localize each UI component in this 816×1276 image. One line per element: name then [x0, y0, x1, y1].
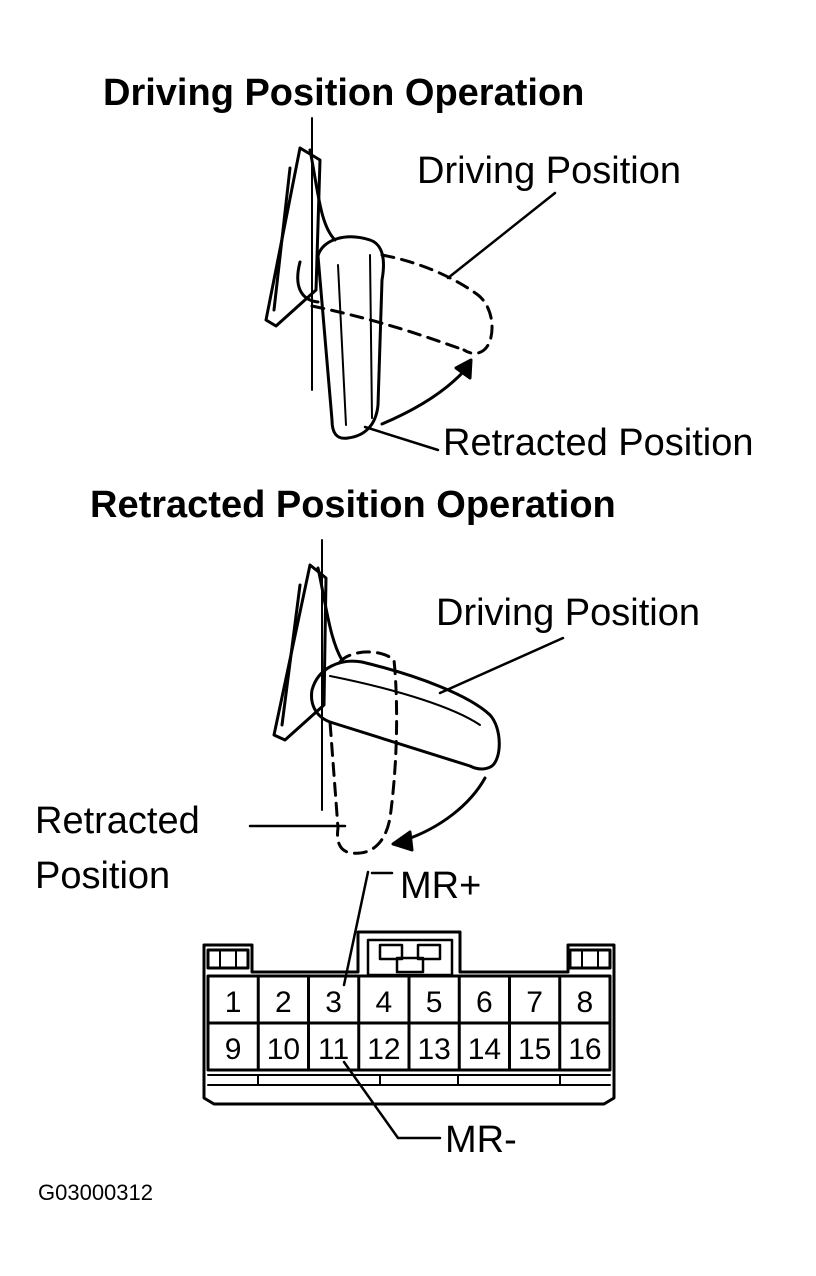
- connector-left-latch: [206, 948, 250, 970]
- connector-pin-1: 1: [225, 986, 242, 1019]
- connector-column-dividers: [256, 974, 562, 1072]
- connector-pin-4: 4: [376, 986, 393, 1019]
- label-retracted-line1: Retracted: [35, 800, 200, 842]
- mirror-base-plate-2: [272, 563, 328, 742]
- connector-pin-14: 14: [468, 1033, 501, 1066]
- connector-lock-window-right: [416, 943, 442, 961]
- leader-driving-position-2: [438, 636, 565, 695]
- mirror-housing-driving-ghost: [380, 253, 494, 355]
- connector-right-latch: [568, 948, 612, 970]
- connector-pin-12: 12: [367, 1033, 400, 1066]
- connector-rail-ticks: [257, 1074, 561, 1086]
- mirror-housing-driving-ghost-lower: [310, 304, 466, 352]
- figure-code: G03000312: [38, 1180, 153, 1205]
- mirror-glass-edge: [337, 264, 347, 426]
- mirror-base-edge: [272, 166, 292, 312]
- mirror-housing-retracted-ghost: [328, 650, 399, 855]
- rotation-arrow-curve-2: [403, 776, 487, 842]
- leader-mr-minus: [342, 1060, 442, 1140]
- connector-lock-window-center: [395, 956, 425, 974]
- connector-lock-window-left: [378, 943, 404, 961]
- connector-pin-15: 15: [518, 1033, 551, 1066]
- label-retracted-line2: Position: [35, 855, 170, 897]
- connector-pin-8: 8: [577, 986, 594, 1019]
- connector-bottom-rail: [207, 1074, 611, 1086]
- rotation-arrow-head-2: [391, 830, 414, 852]
- mirror-housing-inner: [369, 254, 373, 419]
- connector-16-pin: [202, 930, 616, 1106]
- connector-pin-10: 10: [267, 1033, 300, 1066]
- connector-pin-2: 2: [275, 986, 292, 1019]
- connector-pin-5: 5: [426, 986, 443, 1019]
- connector-pin-16: 16: [568, 1033, 601, 1066]
- mirror-base-plate: [264, 146, 322, 328]
- connector-right-latch-detail: [581, 949, 599, 969]
- driving-operation-title: Driving Position Operation: [103, 72, 584, 114]
- connector-pin-9: 9: [225, 1033, 242, 1066]
- mirror-pivot: [296, 260, 320, 304]
- connector-pin-7: 7: [526, 986, 543, 1019]
- mirror-arm-2: [316, 566, 344, 662]
- connector-housing: [202, 930, 616, 1106]
- connector-pin-6: 6: [476, 986, 493, 1019]
- mirror-housing-crease: [329, 675, 481, 726]
- label-retracted-position: Retracted Position: [443, 422, 754, 464]
- terminal-mr-plus-label: MR+: [400, 865, 481, 907]
- terminal-mr-minus-label: MR-: [445, 1119, 517, 1161]
- connector-pin-11: 11: [318, 1033, 349, 1066]
- connector-pin-13: 13: [417, 1033, 450, 1066]
- mirror-housing-retracted: [316, 235, 385, 440]
- leader-retracted-position: [363, 425, 440, 452]
- leader-mr-plus: [342, 870, 370, 987]
- rotation-arrow-head: [454, 358, 473, 380]
- rotation-arrow-curve: [380, 368, 467, 426]
- label-driving-position-2: Driving Position: [436, 592, 700, 634]
- connector-left-latch-detail: [219, 949, 237, 969]
- mirror-illustration-retracted-operation: [248, 539, 565, 855]
- mirror-arm: [308, 148, 337, 242]
- connector-pin-3: 3: [325, 986, 342, 1019]
- mirror-illustration-driving-operation: [264, 117, 557, 452]
- retracted-operation-title: Retracted Position Operation: [90, 484, 616, 526]
- leader-driving-position: [446, 191, 557, 280]
- mirror-base-edge-2: [280, 583, 302, 727]
- label-driving-position: Driving Position: [417, 150, 681, 192]
